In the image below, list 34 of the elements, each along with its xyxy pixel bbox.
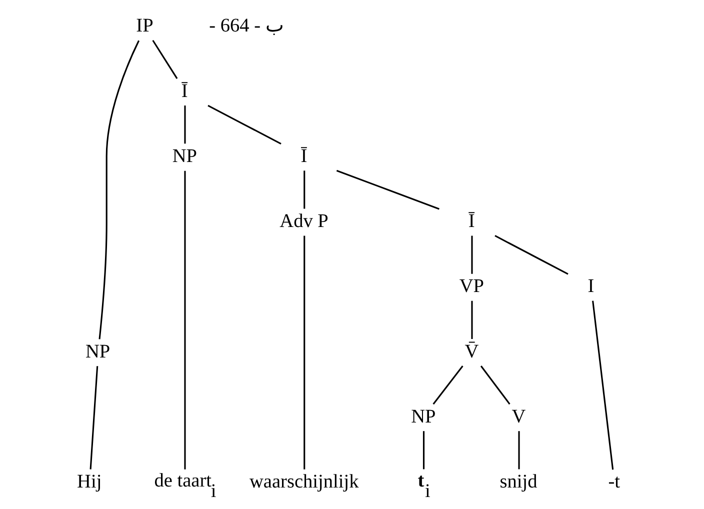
connector bbox=[184, 105, 186, 144]
connector bbox=[90, 366, 98, 469]
connector bbox=[592, 300, 614, 470]
node-text: Ī bbox=[181, 80, 188, 102]
node-text: Ī bbox=[300, 145, 308, 166]
connector bbox=[422, 430, 425, 469]
connector bbox=[98, 40, 140, 339]
connector bbox=[304, 235, 306, 469]
node-text: Hij bbox=[77, 470, 102, 492]
connector bbox=[494, 234, 568, 274]
node-text: NP bbox=[411, 406, 436, 427]
connector bbox=[304, 170, 306, 208]
connector bbox=[432, 365, 464, 404]
node-text: waarschijnlijk bbox=[250, 470, 359, 492]
node-text: snijd bbox=[500, 470, 538, 492]
node-text: V bbox=[512, 406, 526, 427]
node-text: VP bbox=[459, 276, 484, 297]
connector bbox=[471, 235, 473, 274]
node-text: I bbox=[588, 276, 594, 297]
connector bbox=[480, 365, 510, 404]
node-text: V̄ bbox=[464, 340, 479, 362]
connector bbox=[518, 430, 520, 469]
node-text: Adv P bbox=[280, 210, 328, 232]
node-text: IP bbox=[136, 15, 154, 36]
label: - ب - 664 bbox=[209, 15, 284, 36]
node-text: NP bbox=[86, 340, 110, 362]
connector bbox=[184, 170, 186, 469]
node-text: Ī bbox=[468, 210, 475, 232]
connector bbox=[152, 39, 178, 78]
connector bbox=[336, 169, 440, 210]
node-text: NP bbox=[172, 145, 197, 166]
connector bbox=[208, 104, 282, 144]
connector bbox=[471, 300, 473, 338]
node-text: -t bbox=[608, 470, 620, 492]
